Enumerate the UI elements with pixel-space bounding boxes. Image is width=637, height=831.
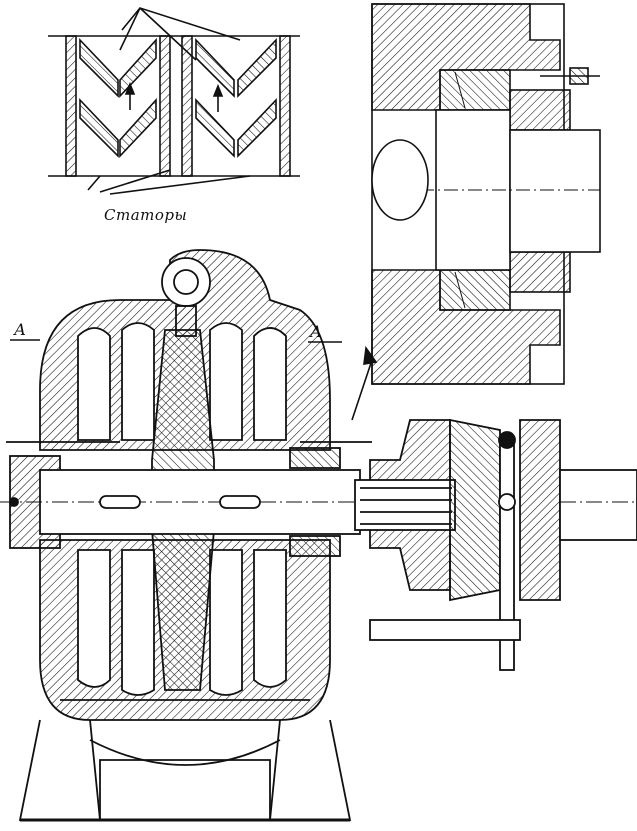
section-markers (10, 339, 342, 343)
section-a-label-left: А (14, 320, 27, 339)
machine-base (18, 699, 352, 822)
blower-casing-section (39, 249, 331, 721)
seal-detail-view (351, 3, 601, 421)
stators-label: Статоры (104, 206, 188, 224)
stator-blades-detail (48, 7, 300, 195)
section-a-label-right: А (310, 322, 323, 341)
gear-coupling (354, 418, 637, 671)
main-shaft (0, 441, 372, 557)
